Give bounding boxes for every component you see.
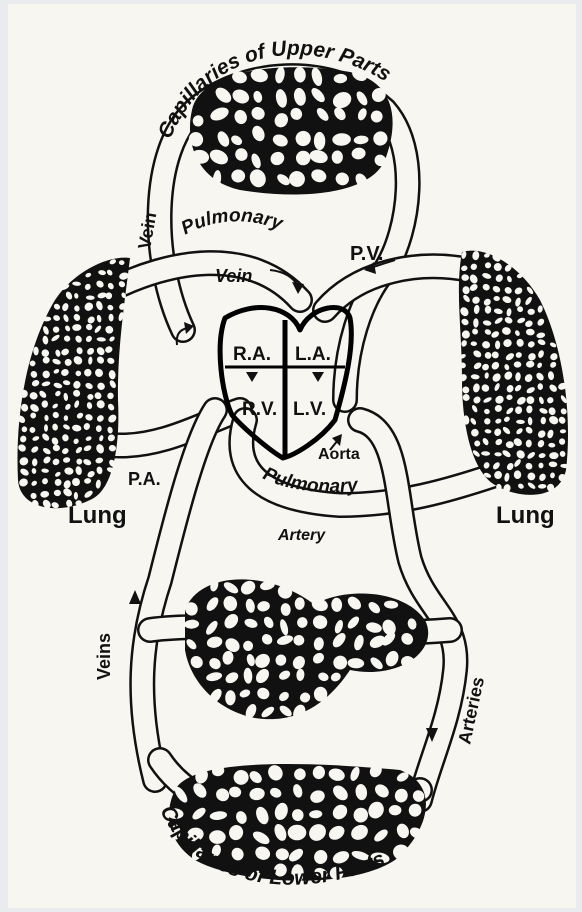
- lv-label: L.V.: [293, 399, 326, 420]
- lung-left-label: Lung: [68, 502, 127, 529]
- capillaries-upper: [186, 66, 392, 194]
- rv-label: R.V.: [242, 399, 277, 420]
- capillary-cell: [64, 415, 68, 421]
- ra-label: R.A.: [233, 344, 271, 365]
- capillary-cell: [44, 424, 48, 431]
- capillary-cell: [288, 825, 307, 841]
- pulmonary-vein-label-2: Vein: [215, 266, 252, 286]
- la-label: L.A.: [295, 344, 331, 365]
- pa-label: P.A.: [128, 469, 161, 489]
- aorta-label: Aorta: [318, 446, 360, 463]
- veins-label: Veins: [94, 633, 114, 680]
- pv-label: P.V.: [350, 243, 383, 265]
- lung-right-label: Lung: [496, 502, 555, 529]
- pulmonary-artery-label-2: Artery: [277, 527, 326, 544]
